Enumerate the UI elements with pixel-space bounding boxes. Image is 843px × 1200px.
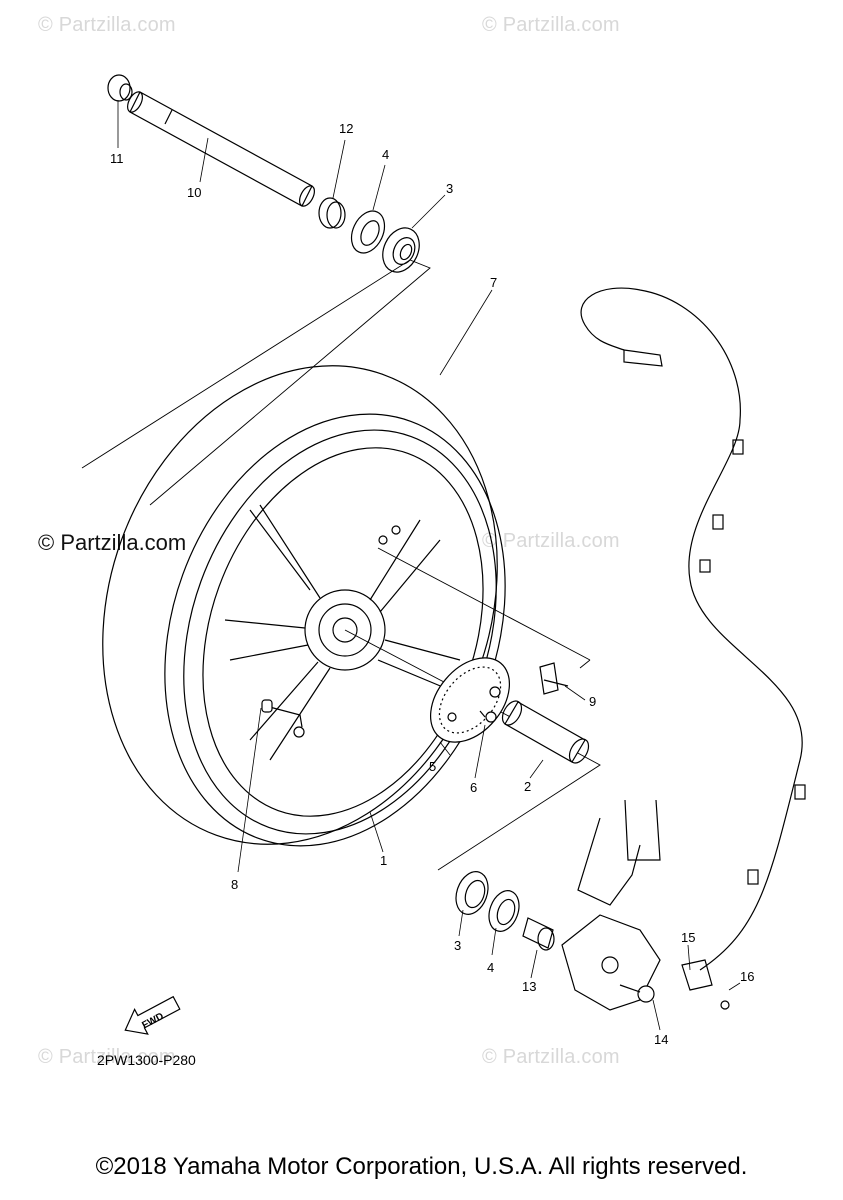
callout-5: 5: [429, 759, 436, 774]
callout-3-bottom: 3: [454, 938, 461, 953]
part-13-collar[interactable]: [522, 917, 555, 951]
sensor-lead-cable: [580, 287, 806, 971]
part-5-sensor-rotor[interactable]: [415, 643, 526, 758]
callout-7: 7: [490, 275, 497, 290]
part-6-screw[interactable]: [479, 710, 497, 723]
front-fork: [561, 799, 661, 1011]
callout-2: 2: [524, 779, 531, 794]
part-4-oil-seal-top[interactable]: [345, 206, 391, 259]
callout-10: 10: [187, 185, 201, 200]
part-3-bearing-top[interactable]: [376, 222, 426, 278]
callout-15: 15: [681, 930, 695, 945]
part-14-bolt[interactable]: [619, 984, 655, 1003]
callout-16: 16: [740, 969, 754, 984]
part-9-clip[interactable]: [539, 662, 569, 695]
part-16-screw[interactable]: [720, 1000, 730, 1010]
callout-13: 13: [522, 979, 536, 994]
callout-8: 8: [231, 877, 238, 892]
watermark-mid-right: © Partzilla.com: [482, 530, 620, 552]
copyright-footer: ©2018 Yamaha Motor Corporation, U.S.A. A…: [95, 1153, 748, 1180]
callout-12: 12: [339, 121, 353, 136]
callout-6: 6: [470, 780, 477, 795]
part-7-tire[interactable]: [38, 310, 563, 900]
part-3-bearing-bottom[interactable]: [450, 867, 493, 919]
part-4-oil-seal-bottom[interactable]: [484, 886, 525, 935]
part-2-spacer[interactable]: [499, 698, 593, 767]
callout-11: 11: [110, 151, 124, 166]
part-12-collar[interactable]: [318, 197, 346, 229]
callout-4-top: 4: [382, 147, 389, 162]
watermark-top-left: © Partzilla.com: [38, 14, 176, 36]
watermark-top-right: © Partzilla.com: [482, 14, 620, 36]
watermark-bottom-left: © Partzilla.com: [38, 1046, 176, 1068]
callout-3-top: 3: [446, 181, 453, 196]
callout-4-bottom: 4: [487, 960, 494, 975]
callout-9: 9: [589, 694, 596, 709]
part-10-axle[interactable]: [125, 89, 318, 208]
watermark-mid-left: © Partzilla.com: [38, 530, 187, 555]
fwd-arrow-icon: [124, 995, 181, 1035]
callout-1: 1: [380, 853, 387, 868]
watermark-bottom-right: © Partzilla.com: [482, 1046, 620, 1068]
part-8-valve[interactable]: [261, 699, 305, 738]
diagram-code: 2PW1300-P280: [97, 1052, 196, 1068]
part-1-wheel[interactable]: [130, 386, 550, 878]
callout-14: 14: [654, 1032, 668, 1047]
part-11-cap[interactable]: [107, 74, 133, 102]
